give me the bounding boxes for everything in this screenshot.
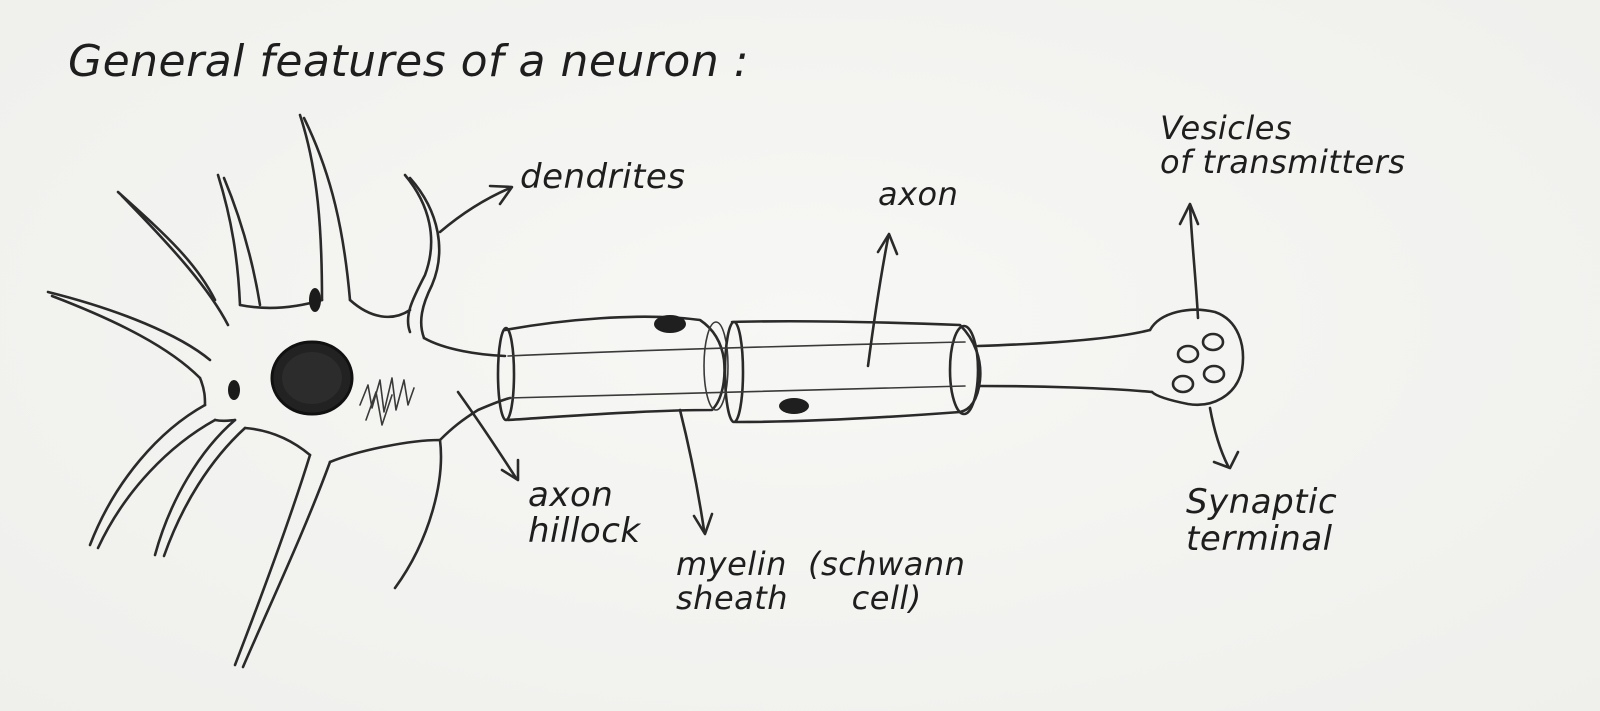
nucleus: [270, 340, 354, 416]
axon-hillock-label-line1: axon: [528, 475, 614, 515]
axon-hillock-label: axon hillock: [528, 475, 641, 551]
organelle-dot: [228, 380, 240, 400]
synaptic-label-line1: Synaptic: [1186, 482, 1338, 522]
vesicles-label-line1: Vesicles: [1160, 109, 1293, 147]
vesicles-label-line2: of transmitters: [1160, 142, 1406, 181]
axon-with-myelin: [496, 315, 1154, 424]
myelin-sheath-label: myelin sheath: [676, 545, 789, 617]
dendrites-label: dendrites: [520, 157, 686, 197]
synaptic-terminal: [1148, 308, 1245, 407]
cell-body: [46, 113, 512, 669]
page-title: General features of a neuron :: [68, 36, 750, 87]
synaptic-label-line2: terminal: [1186, 519, 1333, 560]
axon-label: axon: [878, 175, 959, 213]
vesicles-label: Vesicles of transmitters: [1160, 109, 1406, 181]
annotation-arrows: [438, 184, 1240, 536]
organelle-dot: [309, 288, 321, 312]
schwann-cell-label: (schwann cell): [808, 545, 966, 617]
synaptic-terminal-label: Synaptic terminal: [1186, 482, 1338, 560]
schwann-label-line1: (schwann: [808, 545, 966, 583]
axon-hillock-label-line2: hillock: [528, 510, 641, 551]
nissl-scribble: [359, 377, 415, 413]
schwann-label-line2: cell): [851, 578, 922, 617]
nissl-scribble: [365, 391, 393, 426]
myelin-label-line1: myelin: [676, 545, 787, 583]
myelin-label-line2: sheath: [676, 578, 789, 617]
